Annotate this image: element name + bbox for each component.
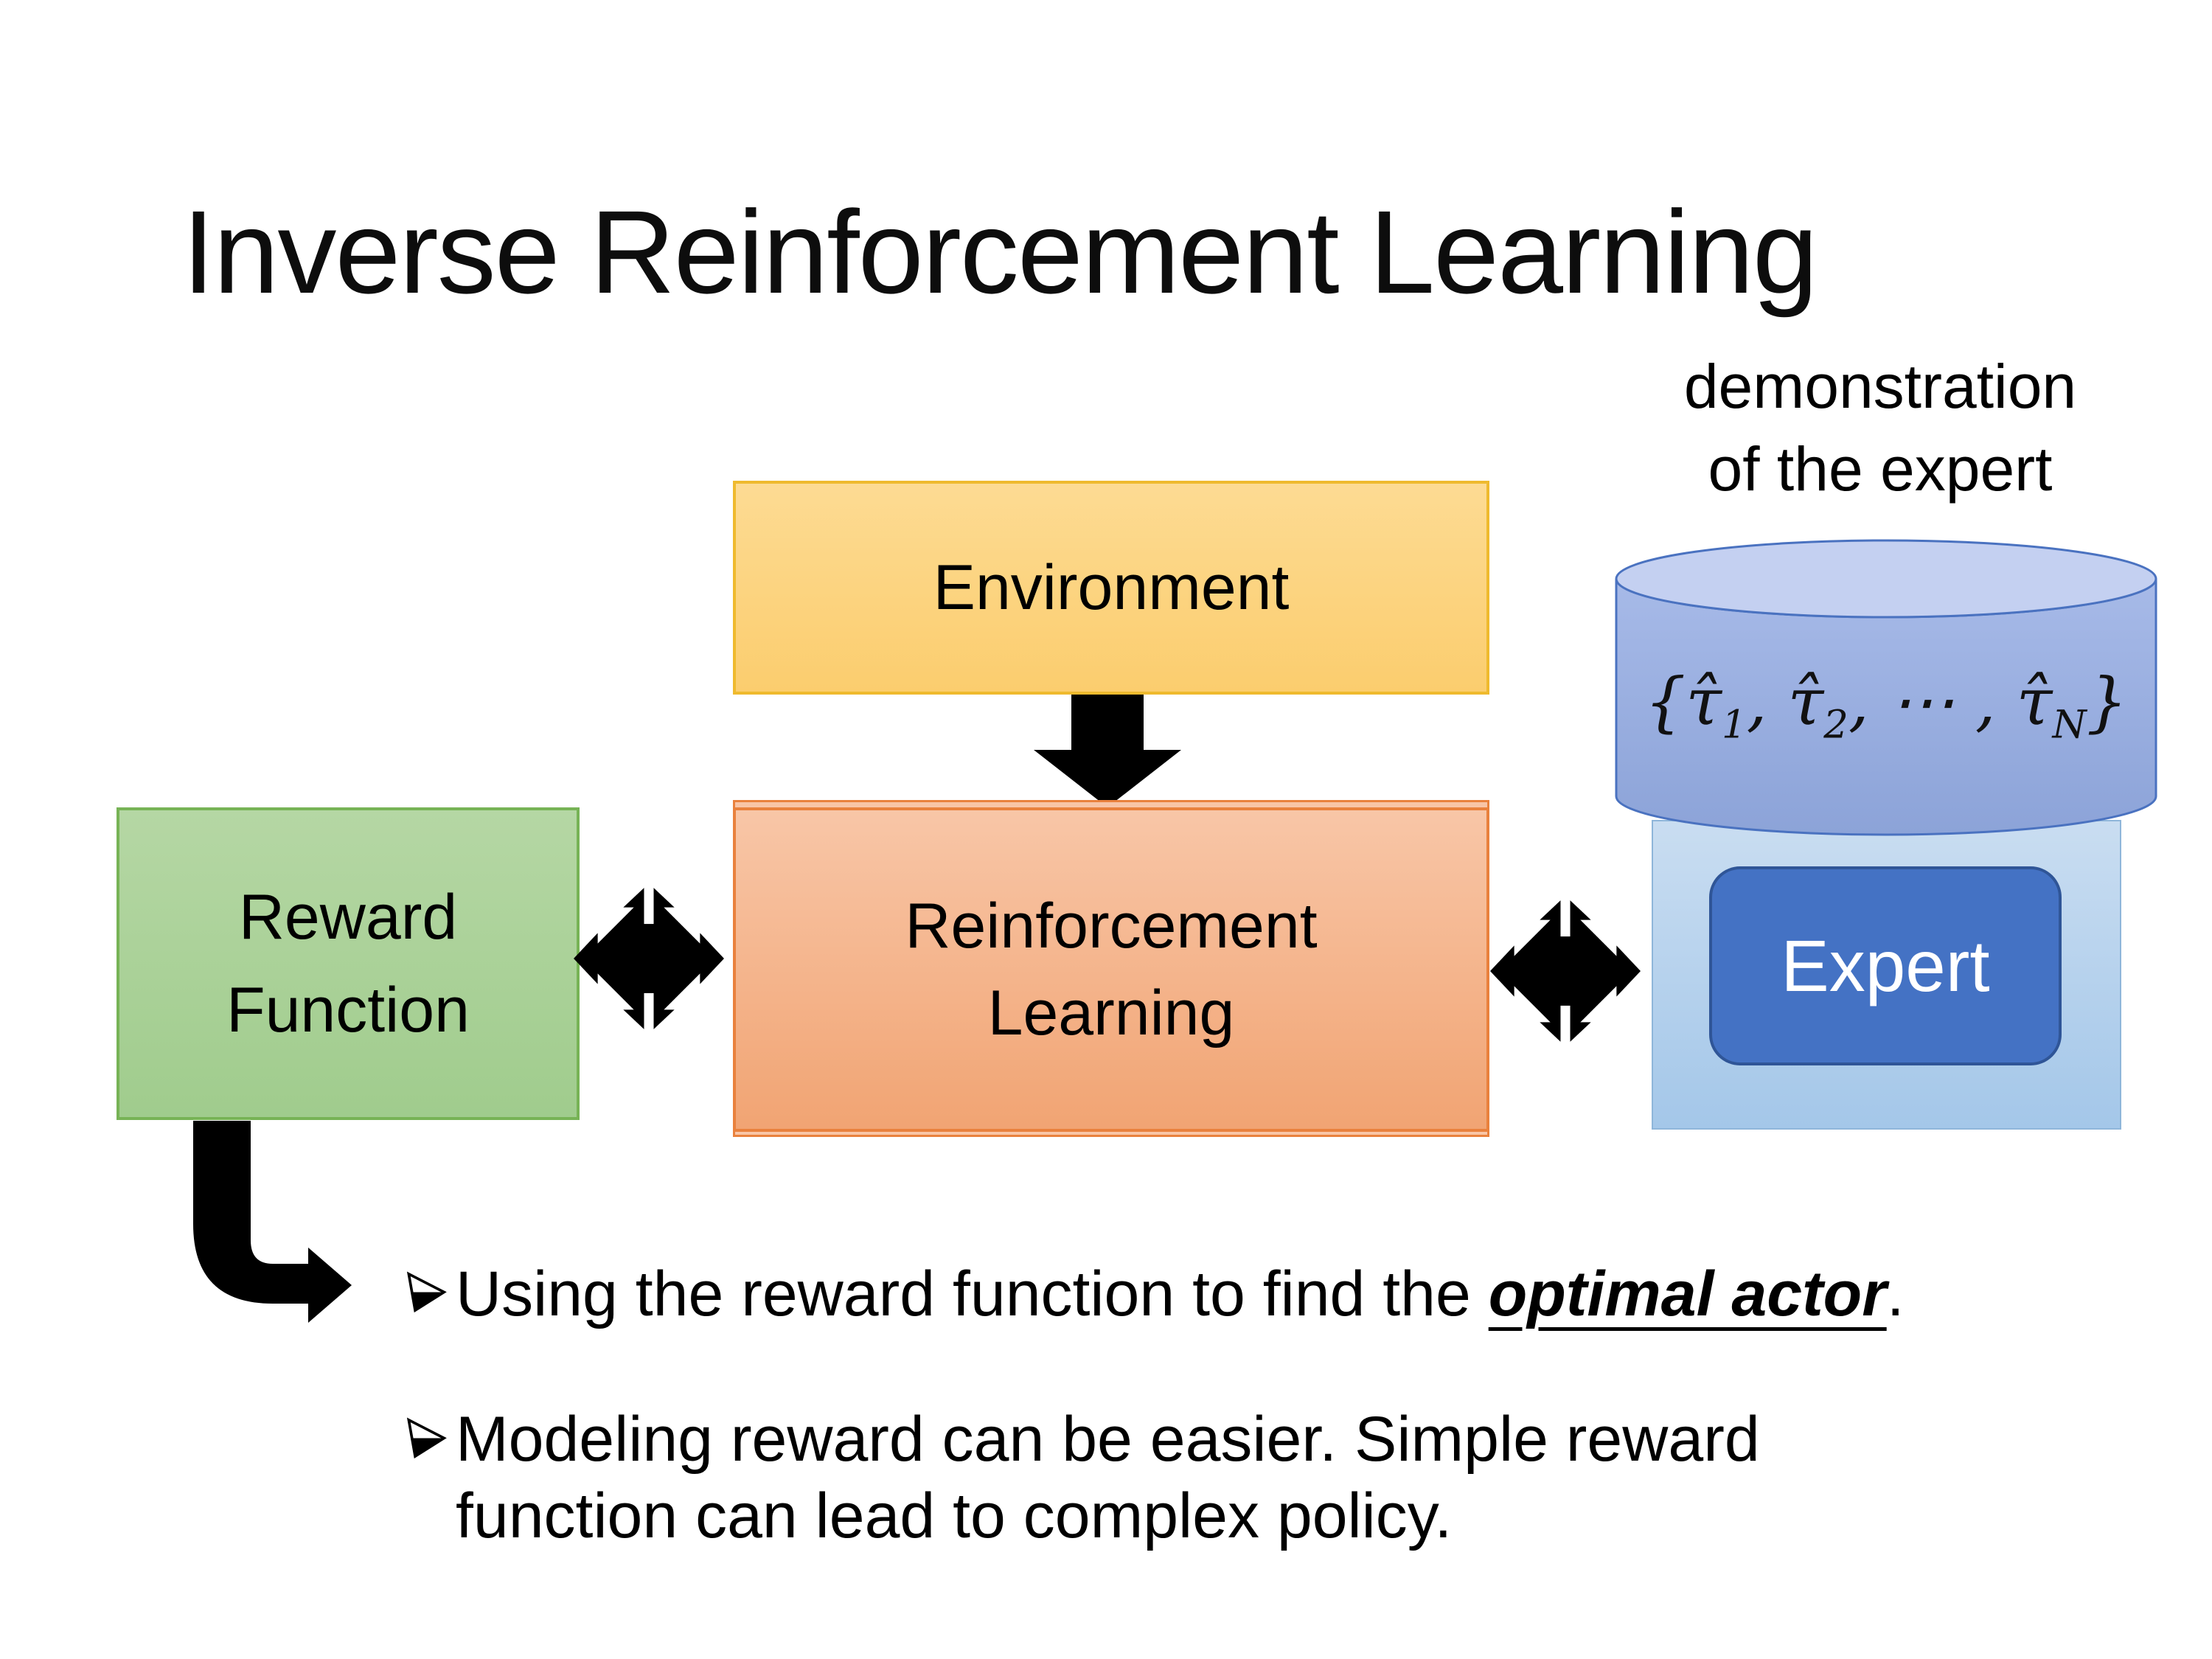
bullet-marker-icon [406,1271,447,1312]
formula-brace-close: } [2086,664,2128,740]
bullet-2-line1: Modeling reward can be easier. Simple re… [456,1404,1760,1475]
bullet-2-line2: function can lead to complex policy. [456,1481,1453,1551]
bullet-1-text: Using the reward function to find the op… [456,1256,1905,1333]
bullet-1-emphasis: optimal actor [1488,1259,1887,1329]
expert-label: Expert [1781,925,1990,1006]
trajectory-set-formula: {τ̂1, τ̂2, ⋯ , τ̂N} [1632,664,2140,744]
formula-tau-n: τ̂ [2016,664,2053,740]
demonstration-label: demonstration of the expert [1618,345,2142,510]
formula-tau-2: τ̂ [1787,664,1824,740]
reinforcement-learning-box: Reinforcement Learning [733,807,1489,1132]
formula-sub-1: 1 [1722,702,1747,748]
formula-sub-2: 2 [1823,702,1848,748]
bullet-2-text: Modeling reward can be easier. Simple re… [456,1401,1760,1554]
double-arrow-left-icon [574,883,724,1034]
bullet-marker-icon [406,1417,447,1458]
bullet-1-pre: Using the reward function to find the [456,1259,1489,1329]
formula-sub-n: N [2052,702,2087,748]
environment-box: Environment [733,481,1489,695]
demonstration-label-line2: of the expert [1708,434,2053,504]
reinforcement-learning-label-line1: Reinforcement [905,891,1318,961]
expert-box: Expert [1709,866,2062,1065]
reward-function-label-line1: Reward [238,882,458,953]
double-arrow-right-icon [1490,896,1641,1046]
reward-function-box: Reward Function [116,807,580,1120]
reinforcement-learning-label-line2: Learning [987,978,1235,1048]
page-title: Inverse Reinforcement Learning [182,186,1818,318]
formula-sep-1: , [1746,664,1788,740]
formula-tau-1: τ̂ [1686,664,1722,740]
environment-label: Environment [933,552,1290,623]
formula-brace-open: { [1644,664,1686,740]
bullet-1-period: . [1886,1259,1905,1329]
down-arrow-icon [1034,695,1181,807]
bent-arrow-icon [193,1121,352,1323]
formula-dots: , ⋯ , [1848,664,2017,740]
demonstration-label-line1: demonstration [1683,352,2077,421]
demonstrations-database-icon [1615,539,2157,836]
reward-function-label-line2: Function [226,975,470,1046]
